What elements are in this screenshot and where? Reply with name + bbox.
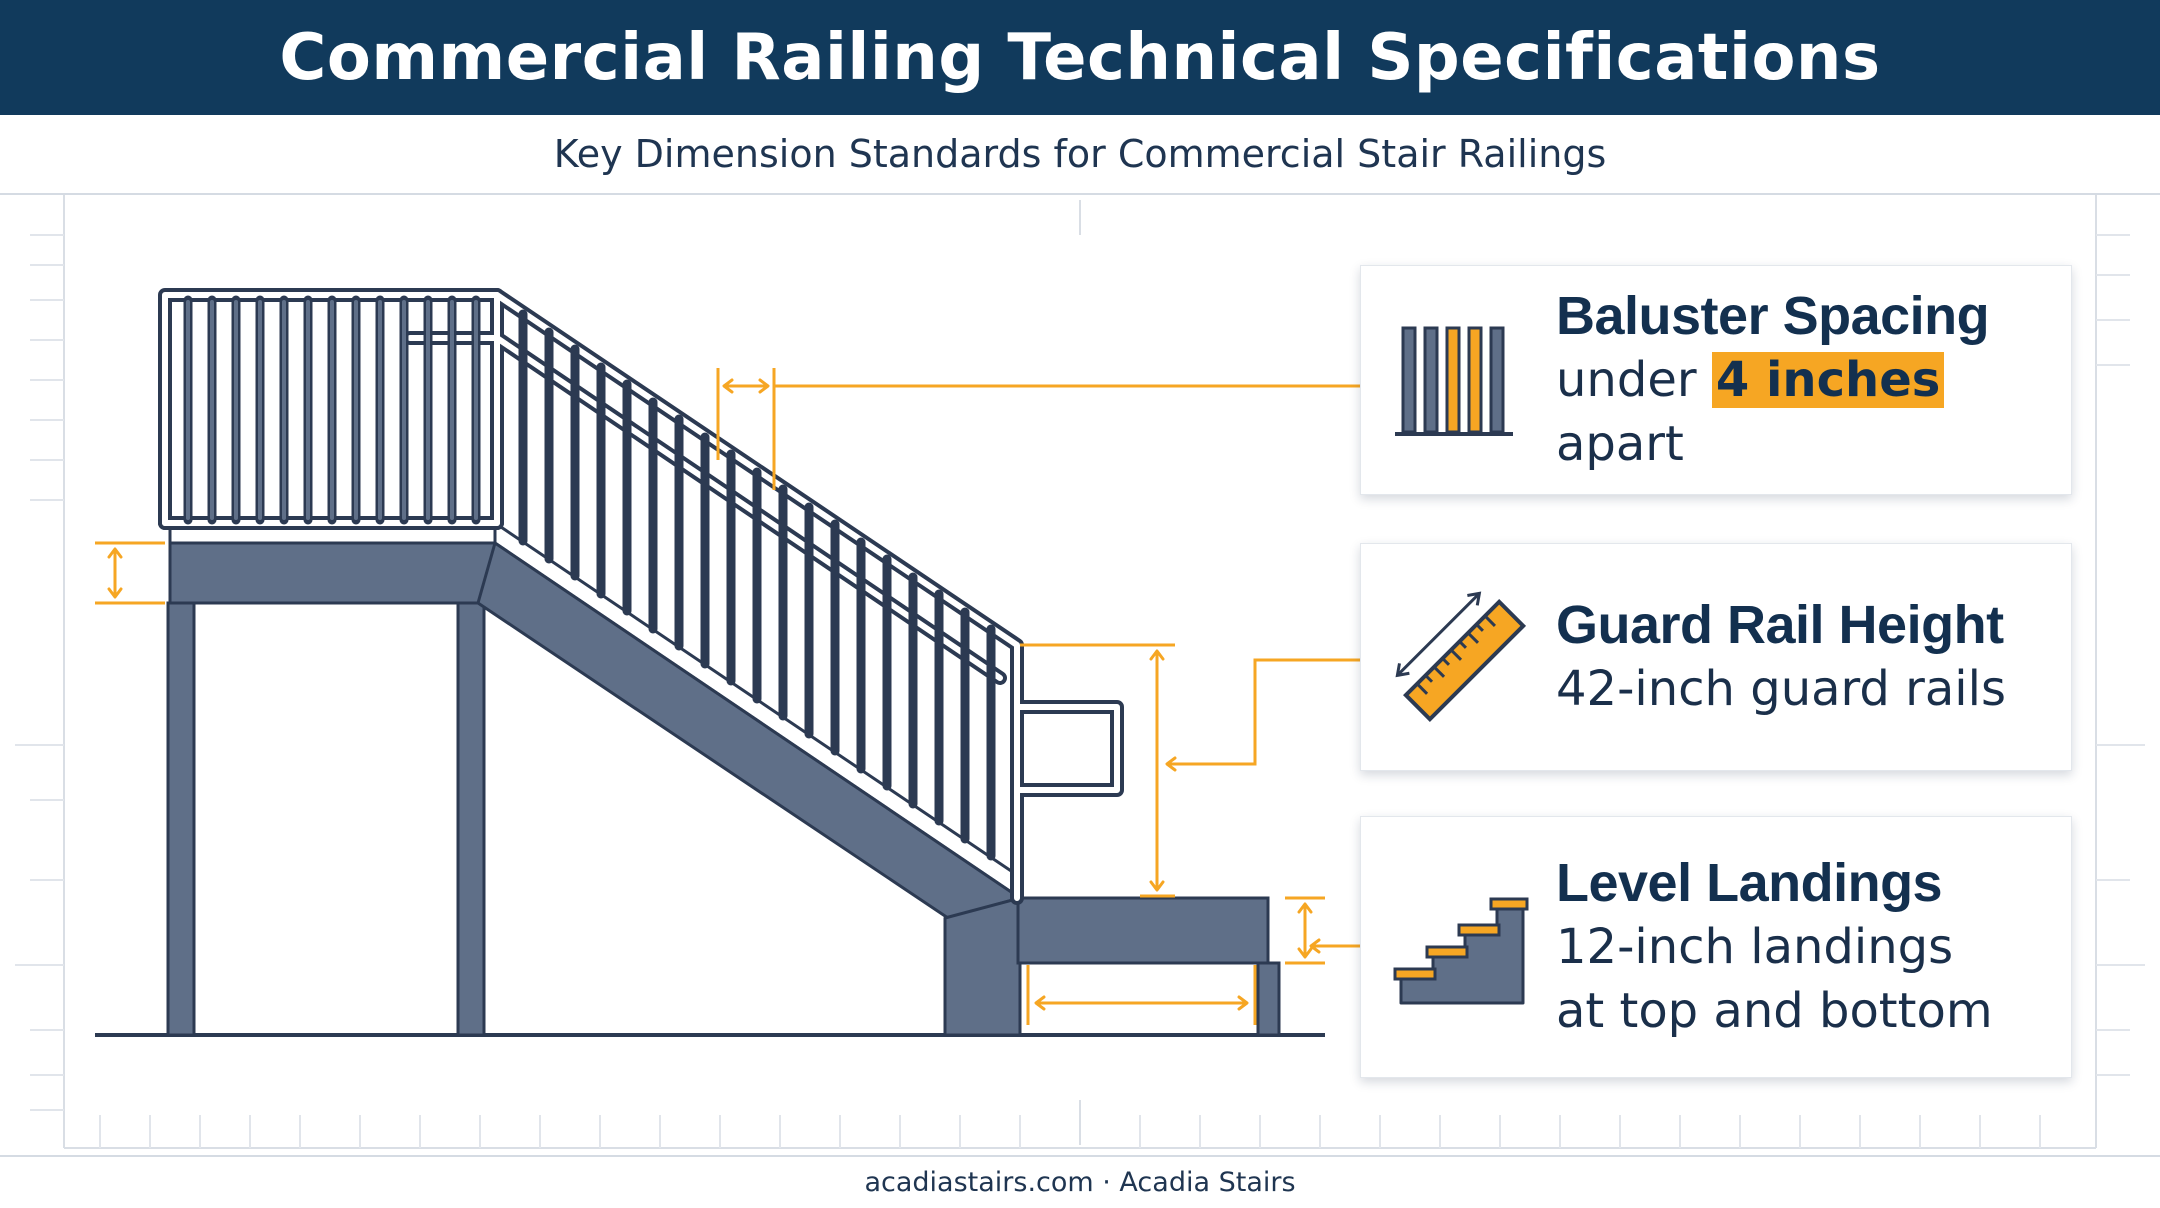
card-title: Level Landings bbox=[1556, 853, 1943, 913]
dimension-arrowheads bbox=[107, 378, 1321, 1011]
top-landing bbox=[168, 521, 497, 605]
stair-railing-diagram bbox=[15, 195, 2145, 1149]
blueprint-frame bbox=[63, 195, 2097, 1149]
balusters-inner bbox=[186, 300, 478, 520]
card-description-line2: at top and bottom bbox=[1556, 983, 1993, 1039]
card-description-line1: 12-inch landings bbox=[1556, 919, 1954, 975]
support-posts bbox=[166, 601, 1281, 1037]
desc-after: apart bbox=[1556, 416, 1684, 472]
footer: acadiastairs.com · Acadia Stairs bbox=[0, 1155, 2160, 1208]
highlight-badge: 4 inches bbox=[1711, 352, 1945, 408]
baluster-spacing-card: Baluster Spacing under 4 inches apart bbox=[1360, 265, 2072, 495]
ruler-icon bbox=[1395, 591, 1527, 723]
card-title: Baluster Spacing bbox=[1556, 286, 1990, 346]
blueprint-ticks bbox=[15, 234, 2145, 1148]
page-title: Commercial Railing Technical Specificati… bbox=[279, 20, 1881, 95]
header-bar: Commercial Railing Technical Specificati… bbox=[0, 0, 2160, 115]
stairs-icon bbox=[1393, 897, 1529, 1005]
baluster-icon bbox=[1395, 326, 1513, 436]
guard-rail-height-card: Guard Rail Height 42-inch guard rails bbox=[1360, 543, 2072, 771]
desc-before: under bbox=[1556, 352, 1712, 408]
level-landings-card: Level Landings 12-inch landings at top a… bbox=[1360, 816, 2072, 1078]
page-subtitle: Key Dimension Standards for Commercial S… bbox=[553, 132, 1607, 176]
railing bbox=[158, 288, 1124, 905]
card-description: 42-inch guard rails bbox=[1556, 661, 2006, 717]
dimension-lines bbox=[95, 368, 1360, 1025]
bottom-landing bbox=[1016, 896, 1270, 965]
card-title: Guard Rail Height bbox=[1556, 595, 2004, 655]
footer-credit: acadiastairs.com · Acadia Stairs bbox=[864, 1167, 1296, 1198]
card-description: under 4 inches apart bbox=[1556, 348, 2051, 476]
subtitle-bar: Key Dimension Standards for Commercial S… bbox=[0, 115, 2160, 195]
